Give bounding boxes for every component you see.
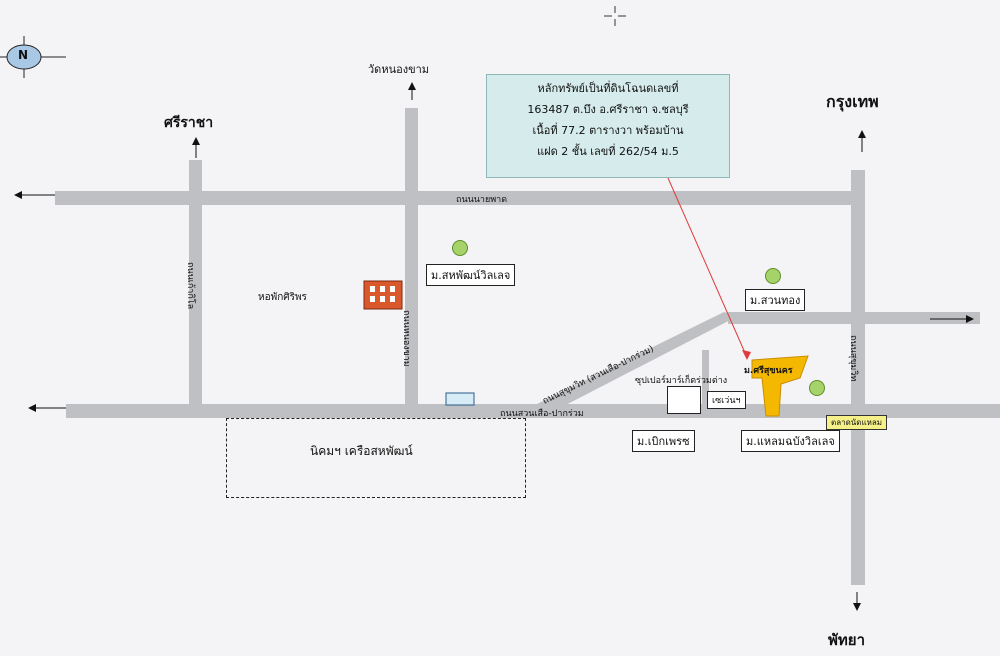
label-industrial-estate: นิคมฯ เครือสหพัฒน์ <box>310 444 413 458</box>
road-small-vertical <box>702 350 709 408</box>
industrial-estate-area <box>226 418 526 498</box>
arrowhead-bangkok <box>858 130 866 138</box>
pointer-arrowhead <box>742 350 751 360</box>
info-line-4: แฝด 2 ชั้น เลขที่ 262/54 ม.5 <box>537 145 679 158</box>
info-line-1: หลักทรัพย์เป็นที่ดินโฉนดเลขที่ <box>537 82 679 95</box>
road-mid-vertical <box>405 108 418 410</box>
building-icon <box>363 280 403 310</box>
info-line-3: เนื้อที่ 77.2 ตารางวา พร้อมบ้าน <box>532 124 684 137</box>
arrowhead-left-top <box>14 191 22 199</box>
label-sriracha: ศรีราชา <box>164 115 214 131</box>
pointer-line <box>667 177 747 356</box>
label-dorm: หอพักศิริพร <box>258 292 307 303</box>
water-icon <box>445 392 475 406</box>
label-market: ซุปเปอร์มาร์เก็ตร่วมต่าง <box>635 376 728 386</box>
property-info-box: หลักทรัพย์เป็นที่ดินโฉนดเลขที่ 163487 ต.… <box>486 74 730 178</box>
label-road-mid-vertical: ถนนหนองขาม <box>401 310 411 367</box>
box-moo-ban-berk: ม.เบิกเพรซ <box>632 430 695 452</box>
arrowhead-left-bottom <box>28 404 36 412</box>
label-pattaya: พัทยา <box>828 631 865 649</box>
box-moo-ban-laem: ม.แหลมฉบังวิลเลจ <box>741 430 840 452</box>
label-road-left-vertical: ถนนเก้ากิโล <box>185 262 195 310</box>
box-moo-ban-suan-thong: ม.สวนทอง <box>745 289 806 311</box>
arrowhead-sriracha <box>192 137 200 145</box>
arrowhead-right-upper <box>966 315 974 323</box>
label-road-right-vertical: ถนนสุขุมวิท <box>848 335 858 382</box>
label-wat-nong-kham: วัดหนองขาม <box>368 63 430 76</box>
road-right-vertical <box>851 170 865 585</box>
label-target-village: ม.ศรีสุขนคร <box>744 366 793 376</box>
arrowhead-pattaya <box>853 603 861 611</box>
road-top <box>55 191 865 205</box>
label-road-top: ถนนนายพาด <box>456 195 508 205</box>
road-upper-right <box>728 312 980 324</box>
target-plot <box>751 355 809 417</box>
compass-icon <box>0 36 66 78</box>
box-shop: เซเว่นฯ <box>707 391 746 409</box>
road-diagonal <box>537 312 738 410</box>
poi-dot-2 <box>765 268 781 284</box>
box-moo-ban-sahapat: ม.สหพัฒน์วิลเลจ <box>426 264 516 286</box>
label-bangkok: กรุงเทพ <box>826 92 879 111</box>
compass-letter: N <box>18 48 29 62</box>
label-road-bottom: ถนนสวนเสือ-ปากร่วม <box>500 409 584 419</box>
poi-dot-1 <box>452 240 468 256</box>
yellow-tag: ตลาดนัดแหลม <box>826 415 888 430</box>
crosshair-icon <box>604 6 626 26</box>
arrowhead-wat <box>408 82 416 90</box>
info-line-2: 163487 ต.บึง อ.ศรีราชา จ.ชลบุรี <box>527 103 689 116</box>
poi-dot-3 <box>809 380 825 396</box>
road-left-vertical <box>189 160 202 408</box>
shop-lot-1 <box>667 386 701 414</box>
